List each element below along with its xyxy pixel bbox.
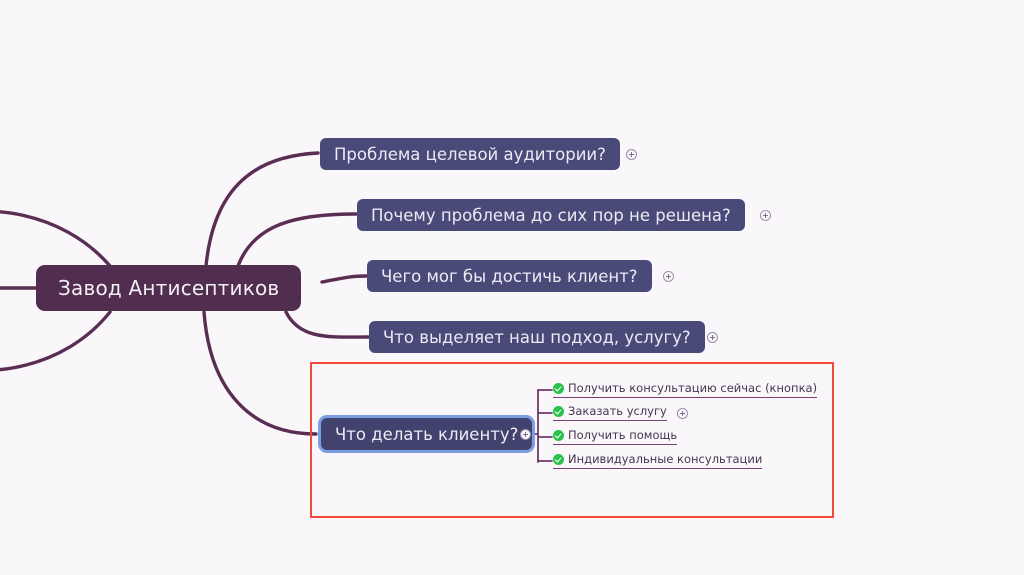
subitem-4[interactable]: Индивидуальные консультации [553,452,763,469]
expand-toggle-icon-1[interactable] [626,149,637,160]
branch-node-label: Что делать клиенту? [335,424,519,444]
expand-toggle-icon-4[interactable] [707,332,718,343]
expand-toggle-icon-2[interactable] [760,210,771,221]
collapse-toggle-icon-5[interactable] [520,429,531,440]
subitem-3[interactable]: Получить помощь [553,428,678,445]
root-node-label: Завод Антисептиков [58,276,280,300]
branch-node-label: Проблема целевой аудитории? [334,144,606,164]
check-circle-icon [553,382,564,394]
mindmap-branch-node-4[interactable]: Что выделяет наш подход, услугу? [369,321,705,353]
branch-node-label: Что выделяет наш подход, услугу? [383,327,691,347]
subitem-label: Получить консультацию сейчас (кнопка) [568,381,818,395]
mindmap-branch-node-1[interactable]: Проблема целевой аудитории? [320,138,620,170]
expand-toggle-icon-subitem-2[interactable] [677,408,688,419]
mindmap-root-node[interactable]: Завод Антисептиков [36,265,302,311]
mindmap-branch-node-3[interactable]: Чего мог бы достичь клиент? [367,260,652,292]
subitem-label: Индивидуальные консультации [568,452,763,466]
expand-toggle-icon-3[interactable] [663,271,674,282]
check-circle-icon [553,429,564,441]
branch-node-label: Чего мог бы достичь клиент? [381,266,638,286]
check-circle-icon [553,405,564,417]
mindmap-branch-node-5-selected[interactable]: Что делать клиенту? [318,415,536,453]
annotation-rectangle [310,362,834,518]
check-circle-icon [553,453,564,465]
subitem-label: Получить помощь [568,428,678,442]
subitem-label: Заказать услугу [568,404,667,418]
branch-node-label: Почему проблема до сих пор не решена? [371,205,731,225]
mindmap-branch-node-2[interactable]: Почему проблема до сих пор не решена? [357,199,745,231]
subitem-2[interactable]: Заказать услугу [553,404,667,421]
subitem-1[interactable]: Получить консультацию сейчас (кнопка) [553,381,818,398]
